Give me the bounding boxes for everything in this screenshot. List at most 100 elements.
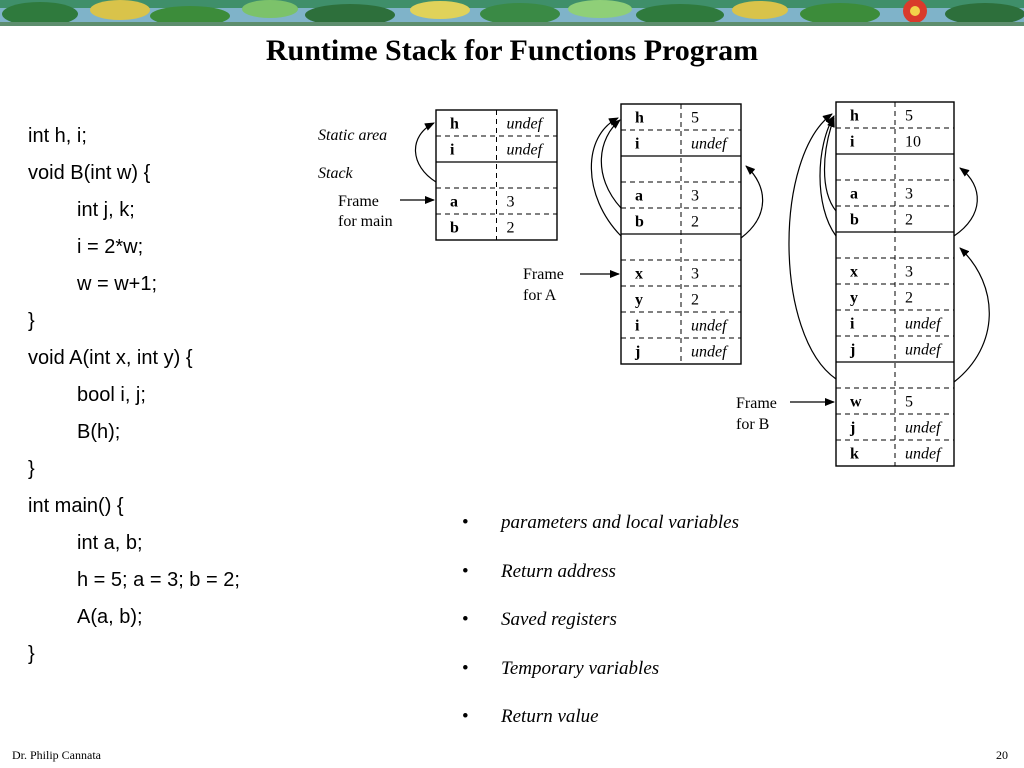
stack-value-label: undef xyxy=(905,316,943,333)
bullet-item: • parameters and local variables xyxy=(462,508,739,557)
stack-var-label: i xyxy=(635,318,640,335)
frame-a-label: Frame xyxy=(523,266,564,283)
static-link-arrow xyxy=(414,122,437,183)
bullet-marker: • xyxy=(462,512,469,533)
footer-author: Dr. Philip Cannata xyxy=(12,748,101,762)
stack-value-label: undef xyxy=(507,116,545,133)
stack-var-label: i xyxy=(635,136,640,153)
code-line: i = 2*w; xyxy=(77,236,144,258)
stack-var-label: b xyxy=(450,220,459,237)
static-area-label: Static area xyxy=(318,127,387,144)
static-link-arrow xyxy=(590,117,622,237)
stack-var-label: j xyxy=(849,420,855,437)
stack-var-label: x xyxy=(850,264,858,281)
code-line: } xyxy=(28,643,35,665)
code-block: int h, i; void B(int w) { int j, k; i = 2*w… xyxy=(28,118,240,673)
stack-value-label: 10 xyxy=(905,134,921,151)
stack-label: Stack xyxy=(318,165,354,182)
bullet-item: • Return value xyxy=(462,702,739,751)
static-link-arrow xyxy=(788,113,837,380)
code-line: void B(int w) { xyxy=(28,162,151,184)
stack-value-label: 5 xyxy=(691,110,699,127)
stack-var-label: h xyxy=(850,108,859,125)
stack-value-label: undef xyxy=(507,142,545,159)
stack-var-label: a xyxy=(450,194,458,211)
slide-title: Runtime Stack for Functions Program xyxy=(265,34,759,67)
stack-value-label: 5 xyxy=(905,108,913,125)
stack-var-label: b xyxy=(635,214,644,231)
code-line: h = 5; a = 3; b = 2; xyxy=(77,569,240,591)
code-line: int a, b; xyxy=(77,532,143,554)
stack2-table: h 5 i undef a 3 b 2 x 3 y 2 i undef j undef xyxy=(620,103,742,365)
frame-main-label: Frame xyxy=(338,193,379,210)
code-line: void A(int x, int y) { xyxy=(28,347,193,369)
bullet-item: • Return address xyxy=(462,557,739,606)
code-line: int j, k; xyxy=(77,199,135,221)
code-line: B(h); xyxy=(77,421,121,443)
stack-var-label: y xyxy=(850,290,858,307)
bullet-item: • Saved registers xyxy=(462,605,739,654)
stack-value-label: undef xyxy=(691,318,729,335)
bullet-text: parameters and local variables xyxy=(501,512,740,533)
stack-value-label: undef xyxy=(905,342,943,359)
code-line: int main() { xyxy=(28,495,124,517)
bullet-marker: • xyxy=(462,560,469,582)
stack-var-label: b xyxy=(850,212,859,229)
stack-value-label: 2 xyxy=(691,214,699,231)
static-link-arrow xyxy=(823,117,837,212)
code-line: int h, i; xyxy=(28,125,87,147)
code-line: } xyxy=(28,458,35,480)
stack-value-label: 3 xyxy=(905,264,913,281)
frame-b-label: for B xyxy=(736,416,769,433)
stack-var-label: i xyxy=(850,134,855,151)
code-line: } xyxy=(28,310,35,332)
stack-var-label: h xyxy=(450,116,459,133)
control-link-arrow xyxy=(953,167,978,237)
bullet-marker: • xyxy=(462,657,469,679)
control-link-arrow xyxy=(953,247,990,383)
stack-var-label: w xyxy=(850,394,862,411)
bullet-text: Return value xyxy=(501,706,599,727)
frame-main-label: for main xyxy=(338,213,393,230)
stack-var-label: y xyxy=(635,292,643,309)
stack-value-label: undef xyxy=(691,344,729,361)
bullet-list: • parameters and local variables • Return a… xyxy=(462,508,739,751)
stack-var-label: i xyxy=(850,316,855,333)
code-line: A(a, b); xyxy=(77,606,143,628)
frame-a-label: for A xyxy=(523,287,557,304)
stack-value-label: 3 xyxy=(691,266,699,283)
decorative-banner xyxy=(0,0,1024,26)
stack-var-label: a xyxy=(635,188,643,205)
stack-var-label: x xyxy=(635,266,643,283)
stack-var-label: j xyxy=(849,342,855,359)
stack-value-label: 2 xyxy=(905,290,913,307)
stack-value-label: 2 xyxy=(691,292,699,309)
code-line: bool i, j; xyxy=(77,384,146,406)
stack-value-label: 2 xyxy=(905,212,913,229)
stack-var-label: j xyxy=(634,344,640,361)
stack-value-label: undef xyxy=(691,136,729,153)
code-line: w = w+1; xyxy=(77,273,158,295)
stack-var-label: h xyxy=(635,110,644,127)
bullet-text: Saved registers xyxy=(501,609,617,630)
control-link-arrow xyxy=(740,165,764,239)
bullet-text: Return address xyxy=(501,560,616,582)
page-number: 20 xyxy=(996,748,1008,762)
static-link-arrow xyxy=(600,119,622,209)
stack-value-label: undef xyxy=(905,420,943,437)
stack-value-label: 5 xyxy=(905,394,913,411)
stack-var-label: a xyxy=(850,186,858,203)
stack-var-label: i xyxy=(450,142,455,159)
static-link-arrow xyxy=(819,115,837,237)
stack-value-label: 3 xyxy=(507,194,515,211)
stack-value-label: 3 xyxy=(691,188,699,205)
stack-var-label: k xyxy=(850,446,859,463)
stack-value-label: 3 xyxy=(905,186,913,203)
bullet-marker: • xyxy=(462,706,469,727)
bullet-text: Temporary variables xyxy=(501,657,660,679)
frame-b-label: Frame xyxy=(736,395,777,412)
bullet-item: • Temporary variables xyxy=(462,654,739,703)
bullet-marker: • xyxy=(462,609,469,630)
